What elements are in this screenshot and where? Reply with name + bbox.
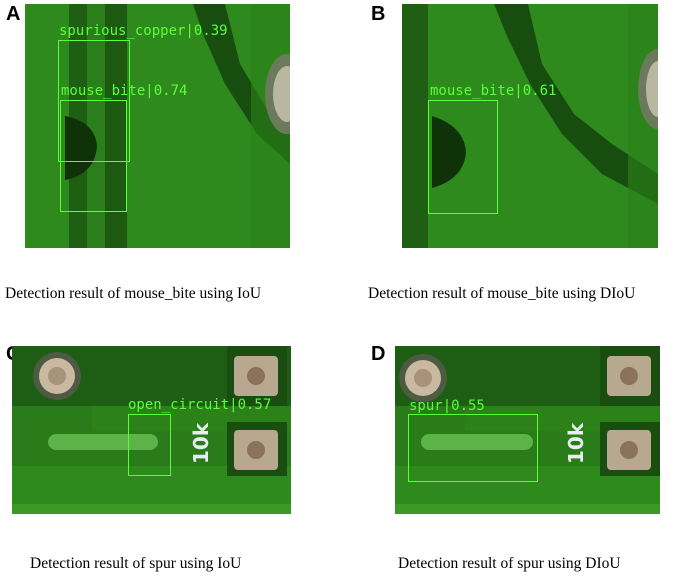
pcb-photo-c: 10k (12, 346, 291, 514)
silkscreen-text-d: 10k (564, 422, 588, 464)
caption-b: Detection result of mouse_bite using DIo… (368, 285, 636, 302)
caption-d: Detection result of spur using DIoU (398, 555, 621, 572)
panel-letter-b: B (371, 3, 386, 25)
panel-letter-d: D (371, 343, 386, 365)
pcb-photo-b (402, 4, 658, 248)
detection-box-mouse-bite (428, 100, 498, 214)
pcb-image-b: mouse_bite|0.61 (402, 4, 658, 248)
caption-c: Detection result of spur using IoU (30, 555, 242, 572)
panel-letter-a: A (6, 3, 21, 25)
detection-box-spurious-copper (58, 40, 130, 162)
detection-box-open-circuit (128, 414, 171, 476)
detection-label-open-circuit: open_circuit|0.57 (128, 397, 272, 413)
pcb-photo-d: 10k (395, 346, 660, 514)
pcb-photo-a (25, 4, 290, 248)
caption-a: Detection result of mouse_bite using IoU (5, 285, 262, 302)
detection-label-spurious-copper: spurious_copper|0.39 (59, 23, 228, 39)
silkscreen-text-c: 10k (189, 422, 213, 464)
detection-box-spur (408, 414, 538, 482)
pcb-image-d: 10k spur|0.55 (395, 346, 660, 514)
pcb-image-c: 10k open_circuit|0.57 (12, 346, 291, 514)
detection-label-spur: spur|0.55 (409, 398, 485, 414)
pcb-image-a: spurious_copper|0.39 mouse_bite|0.74 (25, 4, 290, 248)
detection-label-mouse-bite: mouse_bite|0.74 (61, 83, 188, 99)
detection-label-mouse-bite: mouse_bite|0.61 (430, 83, 557, 99)
detection-box-mouse-bite (60, 100, 127, 212)
